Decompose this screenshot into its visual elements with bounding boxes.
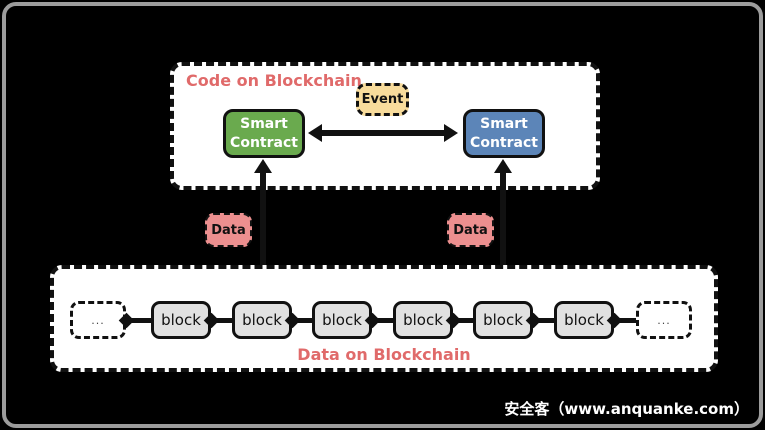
- data-label: Data: [211, 222, 246, 238]
- arrow-shaft: [320, 130, 446, 136]
- block-label: block: [403, 311, 443, 329]
- data-on-blockchain-title: Data on Blockchain: [297, 345, 471, 364]
- block-label: block: [564, 311, 604, 329]
- data-badge-right: Data: [447, 213, 494, 247]
- chain-link-line: [292, 318, 316, 323]
- chain-link-line: [614, 318, 640, 323]
- chain-link-line: [533, 318, 558, 323]
- smart-contract-label: Smart Contract: [230, 116, 298, 151]
- event-badge: Event: [356, 83, 409, 116]
- block-label: block: [483, 311, 523, 329]
- arrowhead-up-icon: [494, 159, 512, 173]
- smart-contract-label: Smart Contract: [470, 116, 538, 151]
- chain-ellipsis-box-left: ...: [70, 301, 126, 339]
- arrowhead-left-icon: [308, 124, 322, 142]
- event-label: Event: [361, 92, 404, 107]
- block-node: block: [232, 301, 292, 339]
- chain-link-line: [453, 318, 477, 323]
- arrowhead-up-icon: [254, 159, 272, 173]
- chain-link-line: [126, 318, 155, 323]
- block-label: block: [242, 311, 282, 329]
- block-node: block: [151, 301, 211, 339]
- smart-contract-node-right: Smart Contract: [463, 109, 545, 158]
- chain-ellipsis-box-right: ...: [636, 301, 692, 339]
- ellipsis-label: ...: [657, 313, 671, 327]
- arrow-shaft: [500, 171, 506, 289]
- block-node: block: [393, 301, 453, 339]
- block-label: block: [322, 311, 362, 329]
- chain-link-line: [211, 318, 236, 323]
- block-label: block: [161, 311, 201, 329]
- chain-link-line: [372, 318, 397, 323]
- data-badge-left: Data: [205, 213, 252, 247]
- arrow-shaft: [260, 171, 266, 289]
- code-on-blockchain-title: Code on Blockchain: [186, 71, 362, 90]
- ellipsis-label: ...: [91, 313, 105, 327]
- block-node: block: [473, 301, 533, 339]
- arrowhead-right-icon: [444, 124, 458, 142]
- smart-contract-node-left: Smart Contract: [223, 109, 305, 158]
- watermark-text: 安全客（www.anquanke.com）: [504, 400, 749, 418]
- block-node: block: [312, 301, 372, 339]
- block-node: block: [554, 301, 614, 339]
- data-label: Data: [453, 222, 488, 238]
